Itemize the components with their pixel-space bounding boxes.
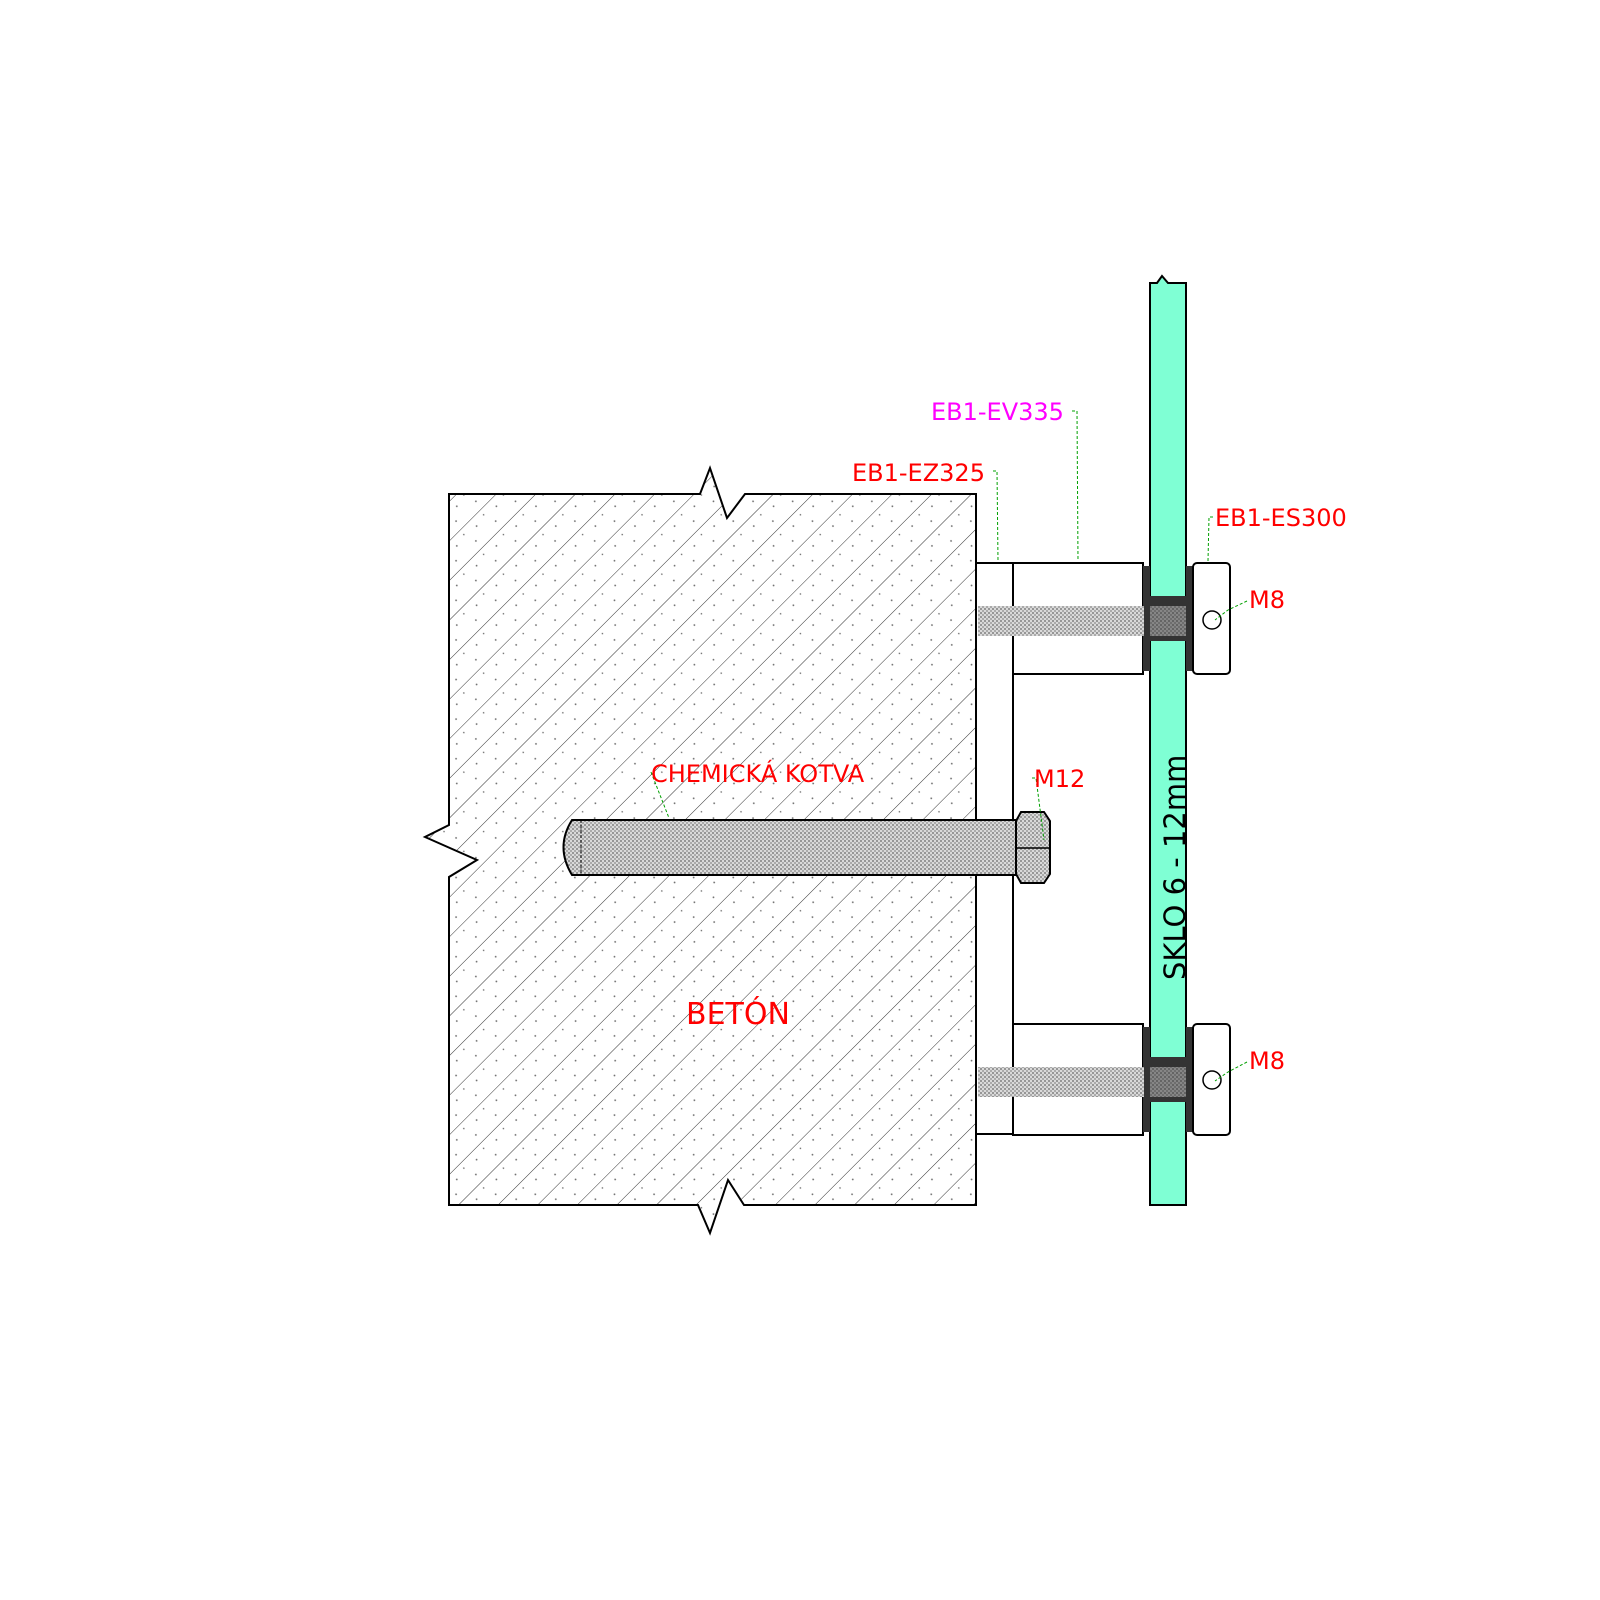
label-concrete: BETÓN	[686, 995, 790, 1032]
cap-top	[1192, 562, 1231, 675]
leader-lines	[650, 410, 1248, 1082]
label-spacer-eb1-ez325: EB1-EZ325	[852, 459, 985, 487]
label-cap-eb1-es300: EB1-ES300	[1215, 504, 1347, 532]
label-chemical-anchor: CHEMICKÁ KOTVA	[651, 759, 865, 788]
label-bolt-m8-bottom: M8	[1249, 1047, 1285, 1075]
nut-m12	[1015, 811, 1051, 884]
label-glass-thickness: SKLO 6 - 12mm	[1158, 755, 1192, 980]
chemical-anchor-rod	[562, 819, 1017, 876]
label-bolt-m8-top: M8	[1249, 586, 1285, 614]
cap-bottom	[1192, 1023, 1231, 1136]
bolt-m8-bottom	[978, 1067, 1186, 1097]
glass-pane	[1149, 274, 1187, 1206]
label-standoff-eb1-ev335: EB1-EV335	[931, 398, 1064, 426]
bolt-m8-top	[978, 606, 1186, 636]
label-nut-m12: M12	[1034, 765, 1085, 793]
